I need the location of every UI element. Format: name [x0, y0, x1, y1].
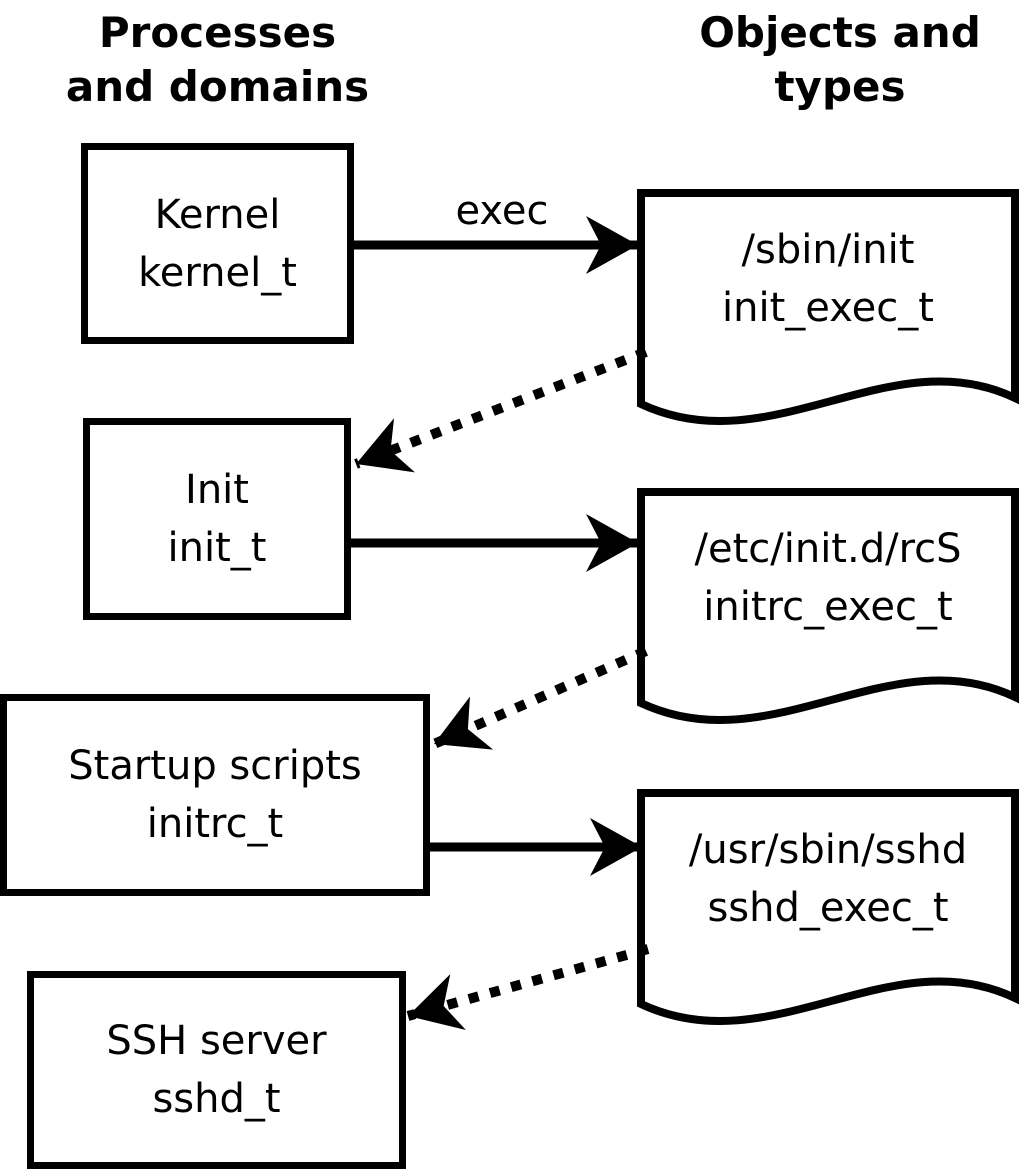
document-shape-etc-initd-rcs — [637, 488, 1019, 724]
column-header-objects: Objects and types — [655, 6, 1024, 114]
column-header-processes: Processes and domains — [30, 6, 405, 114]
dotted-arrow-sshd-to-sshserver — [406, 944, 650, 1030]
column-header-processes-line2: and domains — [65, 61, 370, 111]
object-doc-etc-initd-rcs: /etc/init.d/rcS initrc_exec_t — [649, 498, 1007, 658]
document-shape-usr-sbin-sshd — [637, 789, 1019, 1025]
object-type: init_exec_t — [722, 285, 934, 331]
column-header-objects-line1: Objects and — [699, 8, 981, 57]
process-label: Init — [185, 467, 249, 513]
process-box-startup-scripts: Startup scripts initrc_t — [0, 694, 430, 896]
exec-arrow-label: exec — [455, 188, 549, 234]
dotted-arrow-sbin-init-to-init — [354, 347, 648, 473]
object-doc-usr-sbin-sshd: /usr/sbin/sshd sshd_exec_t — [649, 799, 1007, 959]
column-header-objects-line2: types — [774, 61, 906, 111]
process-label: Startup scripts — [68, 743, 362, 789]
domain-type: init_t — [167, 525, 267, 571]
object-path: /etc/init.d/rcS — [694, 526, 962, 572]
object-type: initrc_exec_t — [703, 584, 953, 630]
column-header-processes-line1: Processes — [98, 8, 337, 57]
process-box-kernel: Kernel kernel_t — [81, 143, 354, 344]
domain-type: sshd_t — [152, 1076, 281, 1122]
domain-type: kernel_t — [138, 249, 297, 296]
process-box-init: Init init_t — [83, 418, 351, 620]
document-shape-sbin-init — [637, 189, 1019, 425]
process-label: Kernel — [154, 191, 281, 238]
object-doc-sbin-init: /sbin/init init_exec_t — [649, 199, 1007, 359]
object-path: /sbin/init — [741, 227, 915, 273]
domain-type: initrc_t — [146, 801, 284, 847]
dotted-arrow-rcs-to-startup — [431, 646, 649, 750]
process-box-ssh-server: SSH server sshd_t — [27, 971, 406, 1169]
object-type: sshd_exec_t — [707, 885, 949, 931]
object-path: /usr/sbin/sshd — [688, 827, 968, 873]
process-label: SSH server — [106, 1018, 327, 1064]
